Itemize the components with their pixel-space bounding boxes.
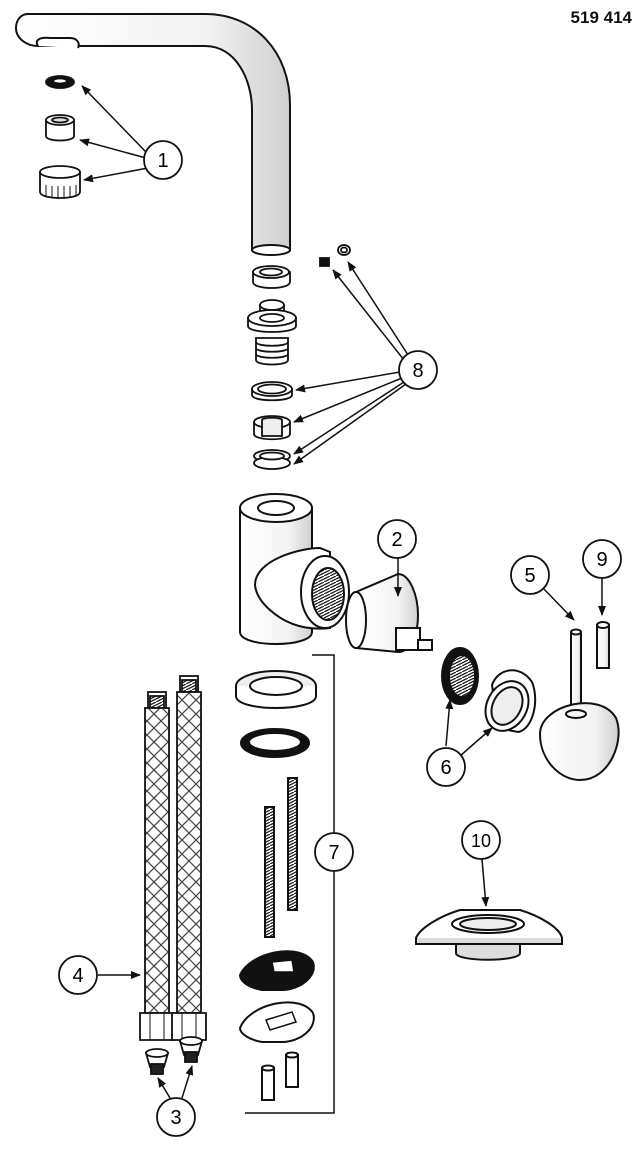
callout-10-leader [481,858,490,907]
seal-stack [247,244,351,470]
cartridge-nut-and-cover [441,647,537,734]
svg-text:2: 2 [391,529,402,551]
callout-7: 7 [314,832,354,872]
callout-10: 10 [461,820,501,860]
svg-text:5: 5 [524,565,535,587]
callout-1: 1 [143,140,183,180]
callout-5-9-leaders [539,578,606,621]
svg-text:10: 10 [471,831,491,851]
mounting-kit [235,670,317,1101]
callout-4: 4 [58,955,98,995]
svg-text:3: 3 [170,1107,181,1129]
callout-6-leaders [445,699,493,757]
callout-8: 8 [398,350,438,390]
base-plate [415,909,563,961]
aerator-set [39,75,81,199]
part-number: 519 414 [570,8,632,27]
supply-hoses [139,675,207,1041]
mixer-body [239,493,350,645]
callout-3: 3 [156,1097,196,1137]
callout-5: 5 [510,555,550,595]
svg-text:7: 7 [328,842,339,864]
spout [14,13,291,256]
callout-8-leaders [293,261,411,465]
svg-text:1: 1 [157,150,168,172]
mounting-kit-bracket [245,654,335,1114]
callout-3-leaders [157,1065,194,1099]
callout-2: 2 [377,519,417,559]
callout-1-leaders [79,85,149,183]
svg-text:6: 6 [440,757,451,779]
svg-text:4: 4 [72,965,83,987]
handle [538,621,620,782]
callout-6: 6 [426,747,466,787]
hose-adapters [144,1036,204,1075]
callout-9: 9 [582,539,622,579]
cartridge [345,572,433,654]
svg-text:9: 9 [596,549,607,571]
svg-text:8: 8 [412,360,423,382]
